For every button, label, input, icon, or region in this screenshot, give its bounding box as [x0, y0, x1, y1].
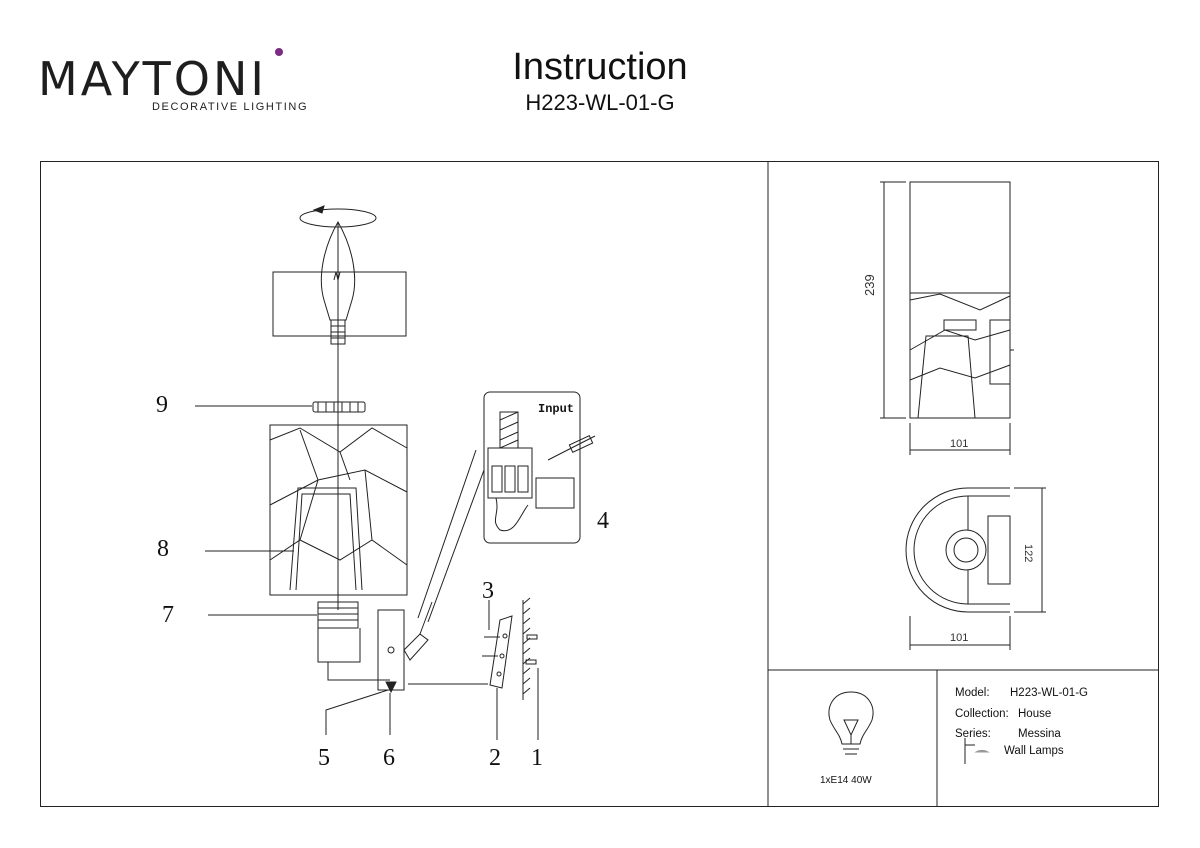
page-title: Instruction [512, 46, 688, 88]
part-label-2: 2 [489, 745, 501, 771]
top-plan-view [905, 487, 1011, 613]
screws-part-3 [482, 636, 500, 657]
type-value: Wall Lamps [1004, 745, 1064, 757]
bulb-caption: 1xE14 40W [820, 775, 872, 786]
part-label-9: 9 [156, 392, 168, 418]
wall-lamp-icon [964, 738, 990, 764]
series-label: Series: [955, 728, 991, 740]
collection-label: Collection: [955, 708, 1009, 720]
part-label-8: 8 [157, 536, 169, 562]
bracket-part-6 [377, 609, 405, 691]
collection-value: House [1018, 708, 1052, 720]
part-label-3: 3 [482, 578, 494, 604]
series-value: Messina [1018, 728, 1061, 740]
front-elevation-view [909, 181, 1014, 419]
wall-plate-part-2 [489, 615, 513, 689]
ring-part-9 [312, 401, 366, 413]
shade-upper [272, 271, 407, 337]
model-label: Model: [955, 687, 990, 699]
wall-anchors-part-1 [522, 597, 538, 700]
part-label-5: 5 [318, 745, 330, 771]
dim-depth: 122 [1022, 544, 1034, 563]
logo-accent-dot [275, 48, 283, 56]
part-label-7: 7 [162, 602, 174, 628]
depth-dimension [1014, 487, 1046, 613]
brand-logo: MAYTONI [38, 52, 267, 106]
dim-width-bottom: 101 [950, 632, 969, 644]
page-model-number: H223-WL-01-G [525, 90, 675, 115]
bulb-icon [828, 691, 874, 755]
part-label-1: 1 [531, 745, 543, 771]
input-label: Input [538, 402, 575, 416]
width-dimension-top [909, 423, 1011, 455]
dim-width-top: 101 [950, 438, 969, 450]
shade-part-8 [269, 424, 408, 596]
width-dimension-bottom [909, 616, 1011, 650]
part-label-6: 6 [383, 745, 395, 771]
wiring-detail-part-4 [483, 391, 596, 544]
height-dimension [880, 181, 906, 419]
socket-part-7 [317, 601, 390, 681]
model-value: H223-WL-01-G [1010, 687, 1088, 699]
brand-tagline: DECORATIVE LIGHTING [152, 101, 309, 113]
part-label-4: 4 [597, 508, 609, 534]
dim-height: 239 [862, 274, 877, 296]
instruction-frame [40, 161, 1159, 807]
